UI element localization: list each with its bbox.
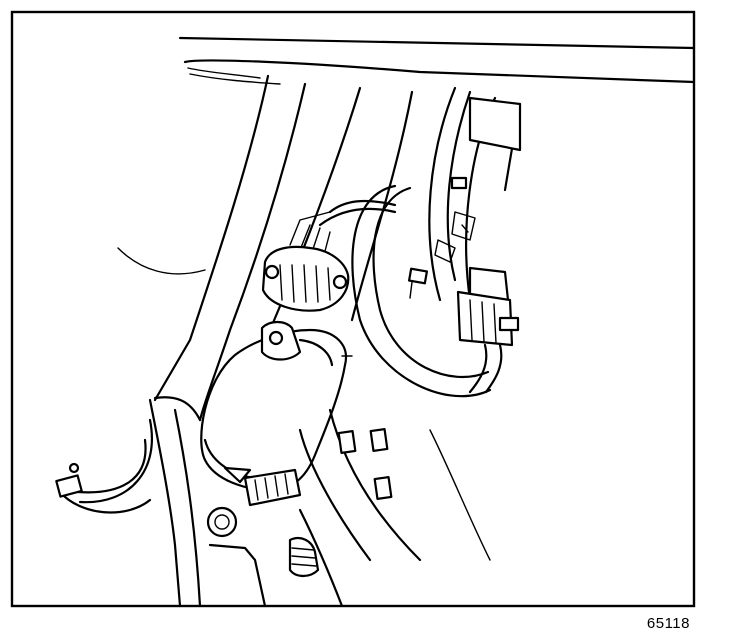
figure-frame — [10, 10, 696, 608]
dash-panel — [178, 36, 696, 85]
slot — [373, 476, 393, 500]
slot — [337, 430, 357, 454]
position-sensor-body — [200, 320, 353, 507]
mounting-plate — [208, 408, 491, 608]
sensor-connector — [456, 266, 520, 394]
bolt-head — [206, 506, 238, 538]
harness-connector — [407, 96, 522, 299]
slot — [369, 428, 389, 452]
clip-tab — [55, 474, 83, 498]
mounting-bolts — [206, 506, 320, 578]
position-sensor-wires — [261, 199, 397, 312]
figure-id-label: 65118 — [646, 615, 690, 632]
mounting-arc — [55, 247, 206, 514]
pedal-bracket — [148, 74, 414, 608]
clip-hole — [68, 462, 80, 474]
